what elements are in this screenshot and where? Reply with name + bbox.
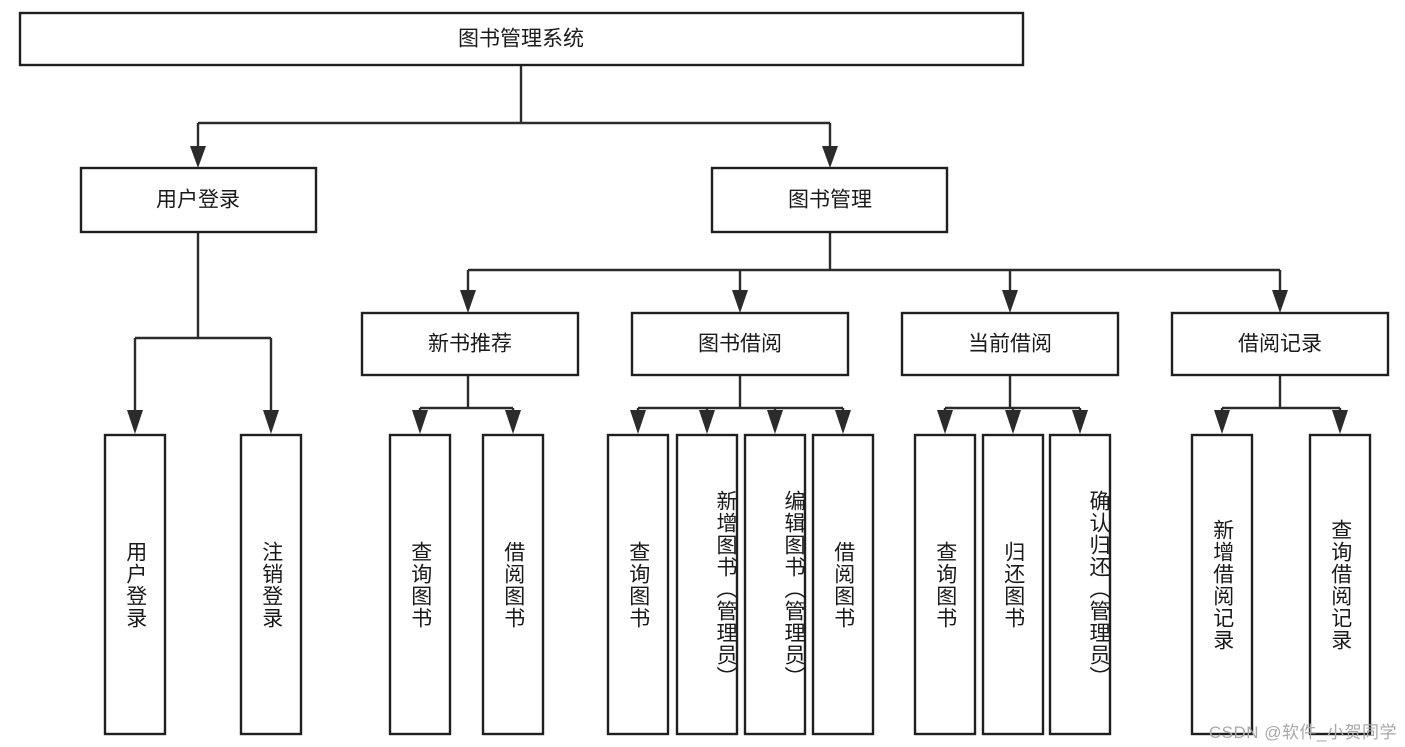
- node-leaf-cur-return[interactable]: [981, 433, 1045, 736]
- node-leaf-rec-query2[interactable]: [1308, 433, 1372, 736]
- connector-currentborrow-to-leaves: [937, 375, 1088, 434]
- node-leaf-user-logout[interactable]: [239, 433, 303, 736]
- node-book-borrow-label: 图书借阅: [698, 333, 782, 356]
- node-leaf-user-login[interactable]: [103, 433, 167, 736]
- node-leaf-borrow-edit[interactable]: [743, 433, 807, 736]
- node-root-label: 图书管理系统: [458, 28, 584, 51]
- node-leaf-borrow-add[interactable]: [675, 433, 739, 736]
- node-new-book-rec-label: 新书推荐: [428, 333, 512, 356]
- csdn-watermark: CSDN @软件_小贺同学: [1208, 723, 1397, 742]
- node-current-borrow[interactable]: 当前借阅: [900, 311, 1120, 377]
- node-borrow-record[interactable]: 借阅记录: [1170, 311, 1390, 377]
- node-leaf-cur-query[interactable]: [913, 433, 977, 736]
- node-root[interactable]: 图书管理系统: [18, 11, 1025, 67]
- node-leaf-rec-query[interactable]: [388, 433, 452, 736]
- node-leaf-rec-borrow[interactable]: [481, 433, 545, 736]
- node-leaf-rec-add[interactable]: [1190, 433, 1254, 736]
- node-book-manage[interactable]: 图书管理: [710, 166, 949, 234]
- node-book-borrow[interactable]: 图书借阅: [630, 311, 850, 377]
- connector-newbook-to-leaves: [412, 375, 521, 434]
- node-book-manage-label: 图书管理: [788, 189, 872, 212]
- node-borrow-record-label: 借阅记录: [1238, 333, 1322, 356]
- node-leaf-cur-confirm[interactable]: [1048, 433, 1112, 736]
- connector-userlogin-to-leaves: [127, 232, 279, 434]
- node-user-login[interactable]: 用户登录: [79, 166, 318, 234]
- node-leaf-borrow-query[interactable]: [606, 433, 670, 736]
- node-user-login-label: 用户登录: [156, 189, 240, 212]
- connector-root-to-level1: [190, 65, 838, 168]
- connector-bookmanage-to-level2: [460, 232, 1288, 313]
- node-new-book-rec[interactable]: 新书推荐: [360, 311, 580, 377]
- connector-borrowrecord-to-leaves: [1214, 375, 1348, 434]
- node-current-borrow-label: 当前借阅: [968, 333, 1052, 356]
- node-leaf-borrow-do[interactable]: [811, 433, 875, 736]
- connector-bookborrow-to-leaves: [630, 375, 851, 434]
